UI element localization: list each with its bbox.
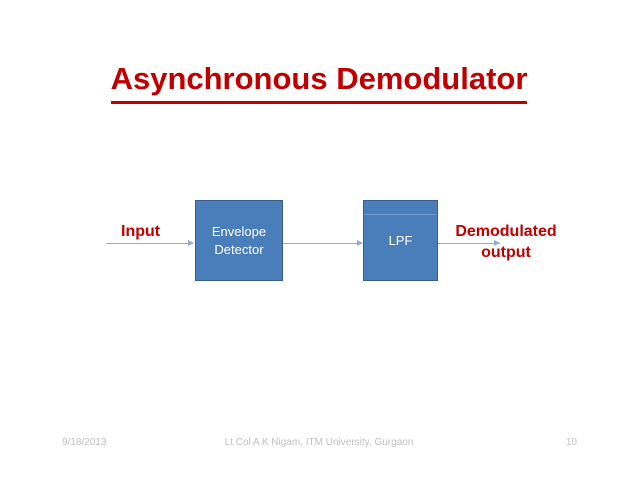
- footer-attribution: Lt Col A K Nigam, ITM University, Gurgao…: [224, 437, 414, 448]
- block-envelope-detector-label-line2: Detector: [214, 241, 264, 257]
- block-envelope-detector-label-line1: Envelope: [211, 223, 267, 239]
- footer-page-number: 10: [565, 437, 577, 448]
- connector-input-line: [106, 243, 193, 244]
- page-title: Asynchronous Demodulator: [0, 60, 638, 104]
- block-lpf-inner-rule: [364, 214, 437, 215]
- output-label-line1: Demodulated: [455, 223, 557, 240]
- connector-input-arrowhead-icon: [188, 240, 194, 246]
- connector-middle-line: [283, 243, 362, 244]
- block-lpf: LPF: [363, 200, 438, 281]
- block-envelope-detector: Envelope Detector: [195, 200, 283, 281]
- input-label: Input: [121, 223, 161, 240]
- connector-output-line: [438, 243, 500, 244]
- block-envelope-detector-label: Envelope Detector: [212, 223, 266, 259]
- page-title-text: Asynchronous Demodulator: [110, 60, 528, 104]
- output-label-line2: output: [481, 244, 531, 261]
- connector-middle-arrowhead-icon: [357, 240, 363, 246]
- block-lpf-label: LPF: [388, 232, 413, 248]
- slide-footer: 9/18/2013 Lt Col A K Nigam, ITM Universi…: [0, 432, 638, 454]
- connector-output-arrowhead-icon: [494, 240, 500, 246]
- output-label: Demodulated output: [446, 221, 566, 263]
- footer-date: 9/18/2013: [62, 437, 107, 448]
